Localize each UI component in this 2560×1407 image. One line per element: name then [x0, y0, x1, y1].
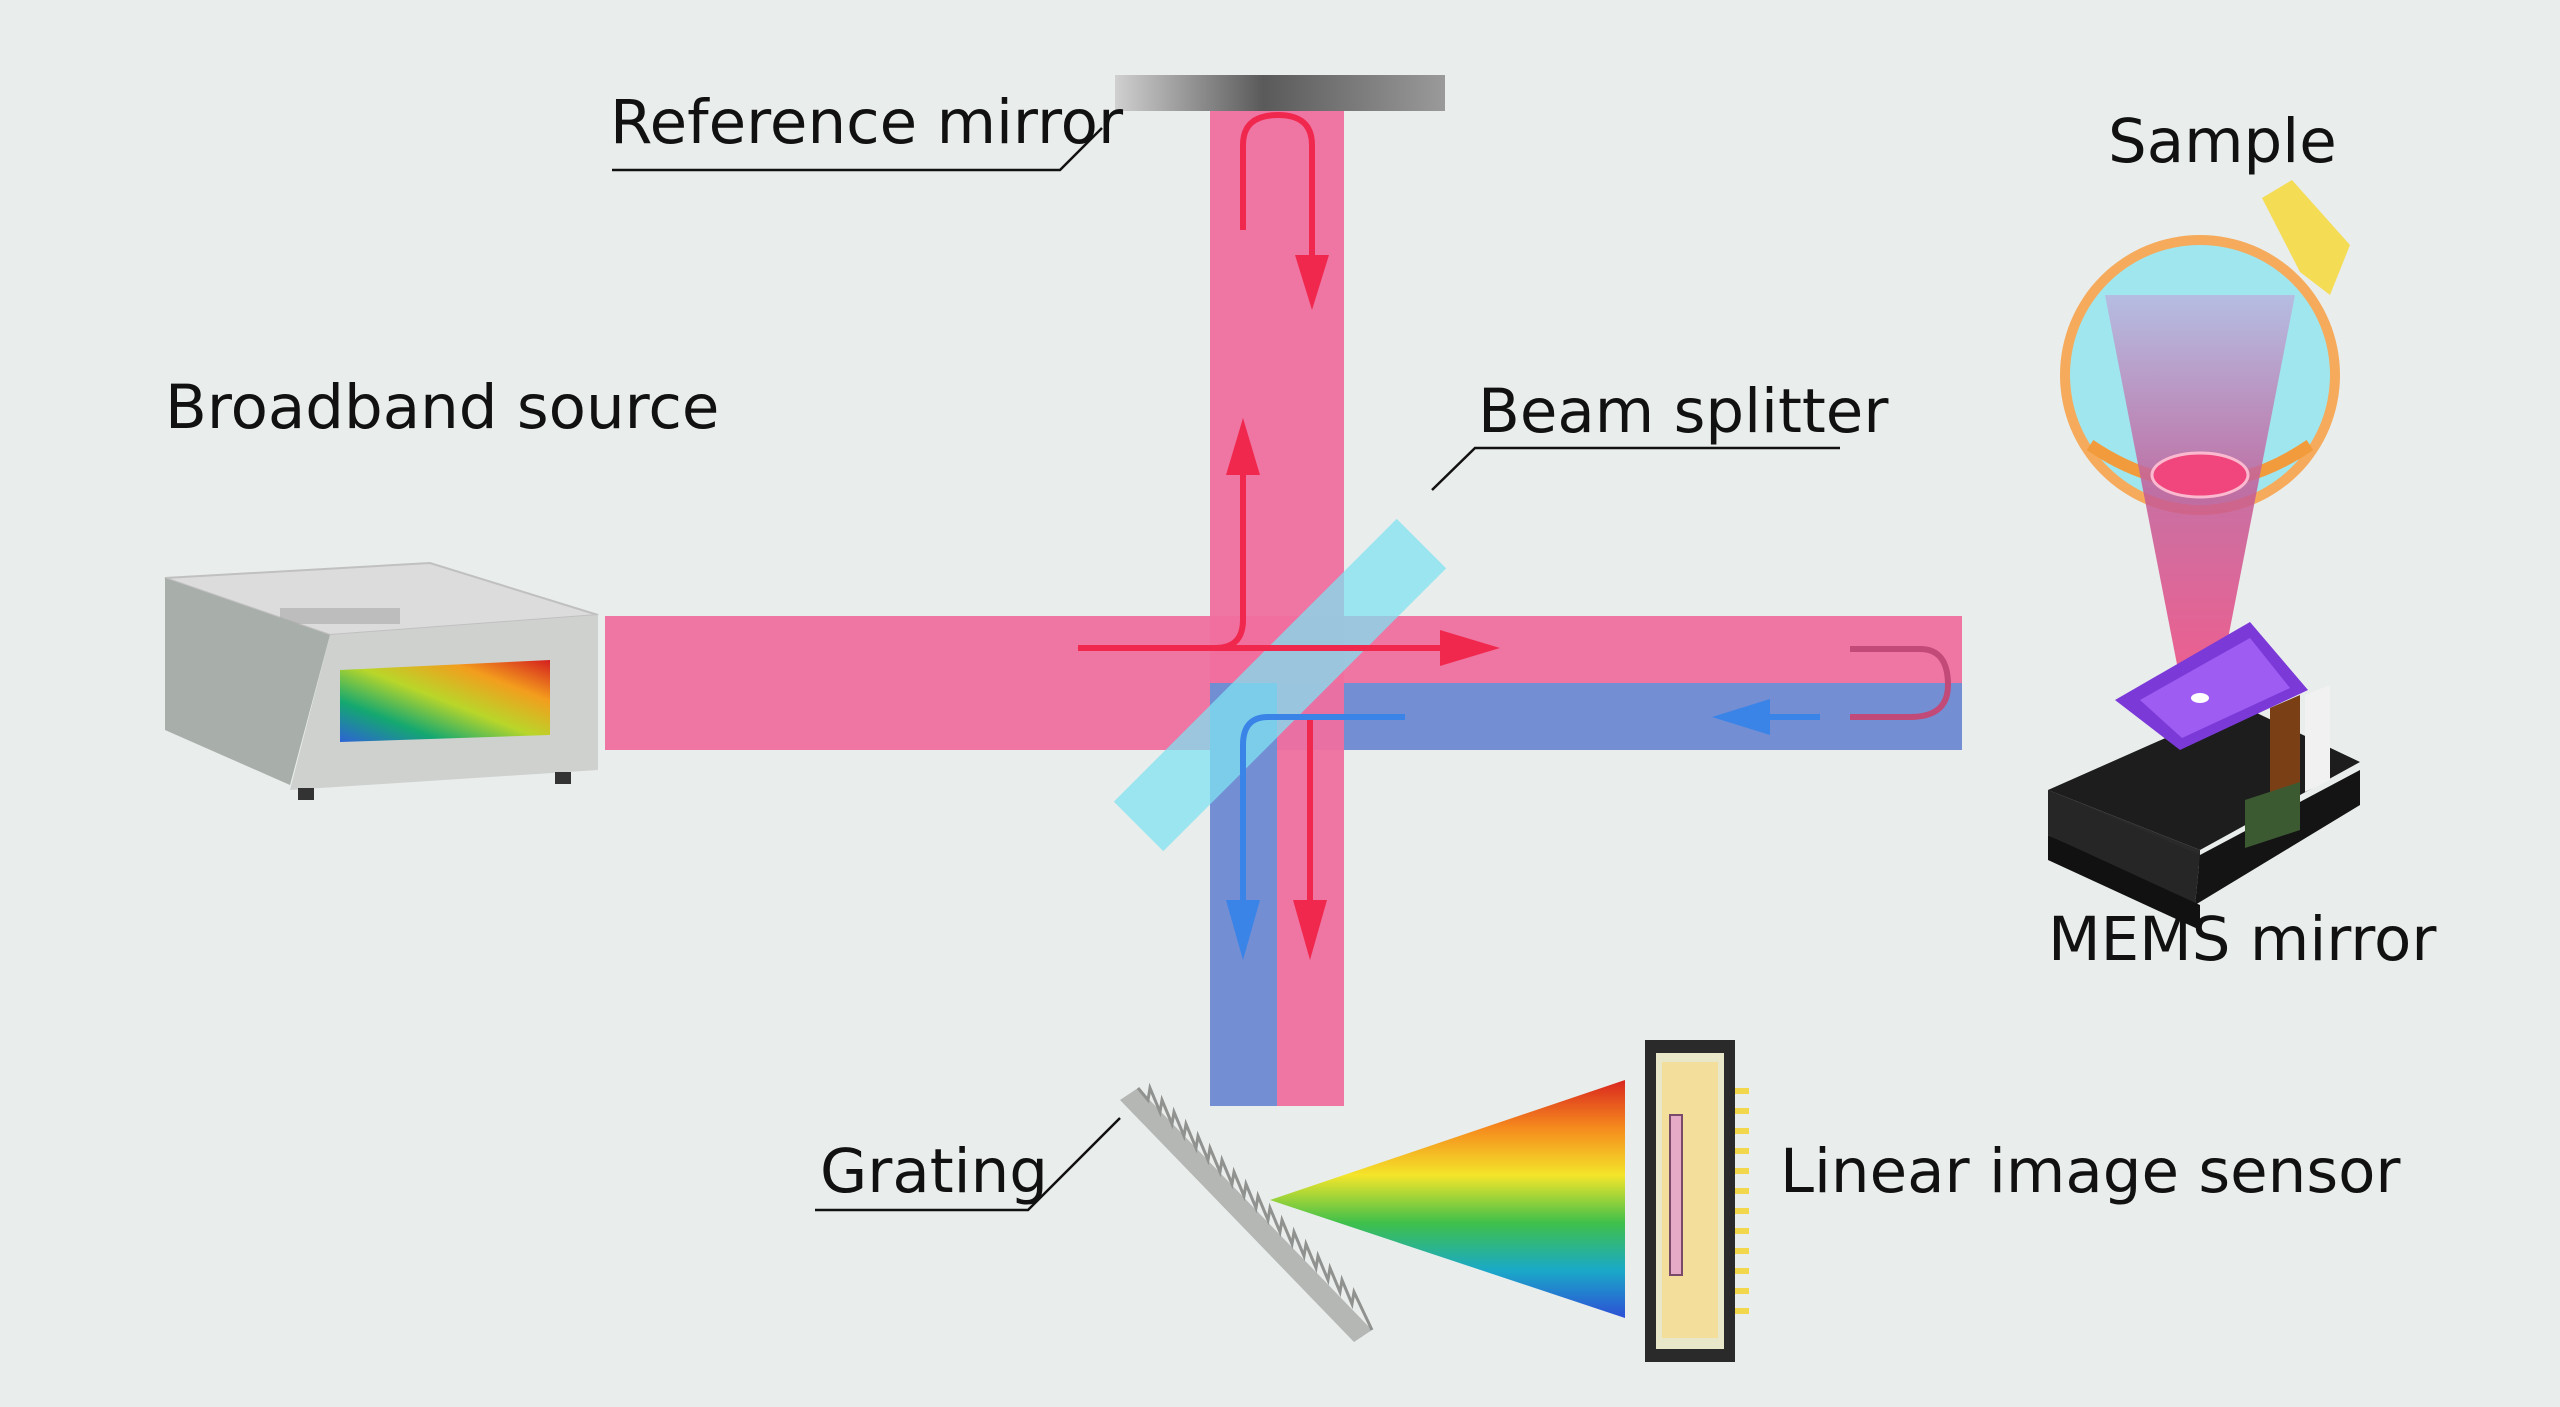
arrowhead-up — [1226, 418, 1260, 475]
reference-mirror-icon — [1115, 75, 1445, 111]
linear-image-sensor-icon — [1645, 1040, 1749, 1362]
arrowhead-left-blue — [1712, 699, 1770, 735]
arrowhead-right — [1440, 630, 1500, 666]
reference-mirror-leader — [612, 127, 1103, 172]
grating-label: Grating — [820, 1136, 1048, 1207]
broadband-source-box-icon — [164, 561, 599, 800]
reference-mirror-label: Reference mirror — [610, 87, 1124, 158]
red-arrows — [1078, 111, 1952, 920]
eye-sample-icon — [2060, 180, 2350, 690]
mems-mirror: MEMS mirror — [2048, 622, 2437, 975]
broadband-source: Broadband source — [164, 372, 719, 800]
reference-mirror: Reference mirror — [610, 75, 1445, 172]
sample: Sample — [2060, 106, 2350, 690]
sample-label: Sample — [2108, 106, 2337, 177]
beam-splitter-label: Beam splitter — [1478, 376, 1889, 447]
beam-splitter-icon — [1113, 518, 1447, 852]
beam-paths — [605, 108, 1962, 1106]
mems-mirror-label: MEMS mirror — [2048, 904, 2437, 975]
mems-mirror-device-icon — [2048, 622, 2360, 930]
blue-splitter-line — [1240, 714, 1405, 910]
grating-leader — [815, 1117, 1121, 1212]
red-arrowheads — [1226, 255, 1500, 960]
mems-return-arrow — [1850, 646, 1952, 720]
broadband-source-label: Broadband source — [165, 372, 719, 443]
beam-splitter — [1113, 518, 1447, 852]
linear-image-sensor-label: Linear image sensor — [1780, 1136, 2401, 1207]
dispersed-spectrum-fan — [1270, 1080, 1625, 1318]
blue-arrowheads — [1226, 699, 1770, 960]
beam-splitter-leader — [1431, 446, 1840, 491]
grating: Grating — [815, 1082, 1374, 1342]
reference-return-arrow — [1240, 111, 1315, 270]
linear-image-sensor: Linear image sensor — [1645, 1040, 2401, 1362]
diffraction-grating-icon — [1120, 1082, 1374, 1342]
arrowhead-down-ref — [1295, 255, 1329, 310]
arrowhead-down-blue — [1226, 900, 1260, 960]
arrowhead-down-pink — [1293, 900, 1327, 960]
